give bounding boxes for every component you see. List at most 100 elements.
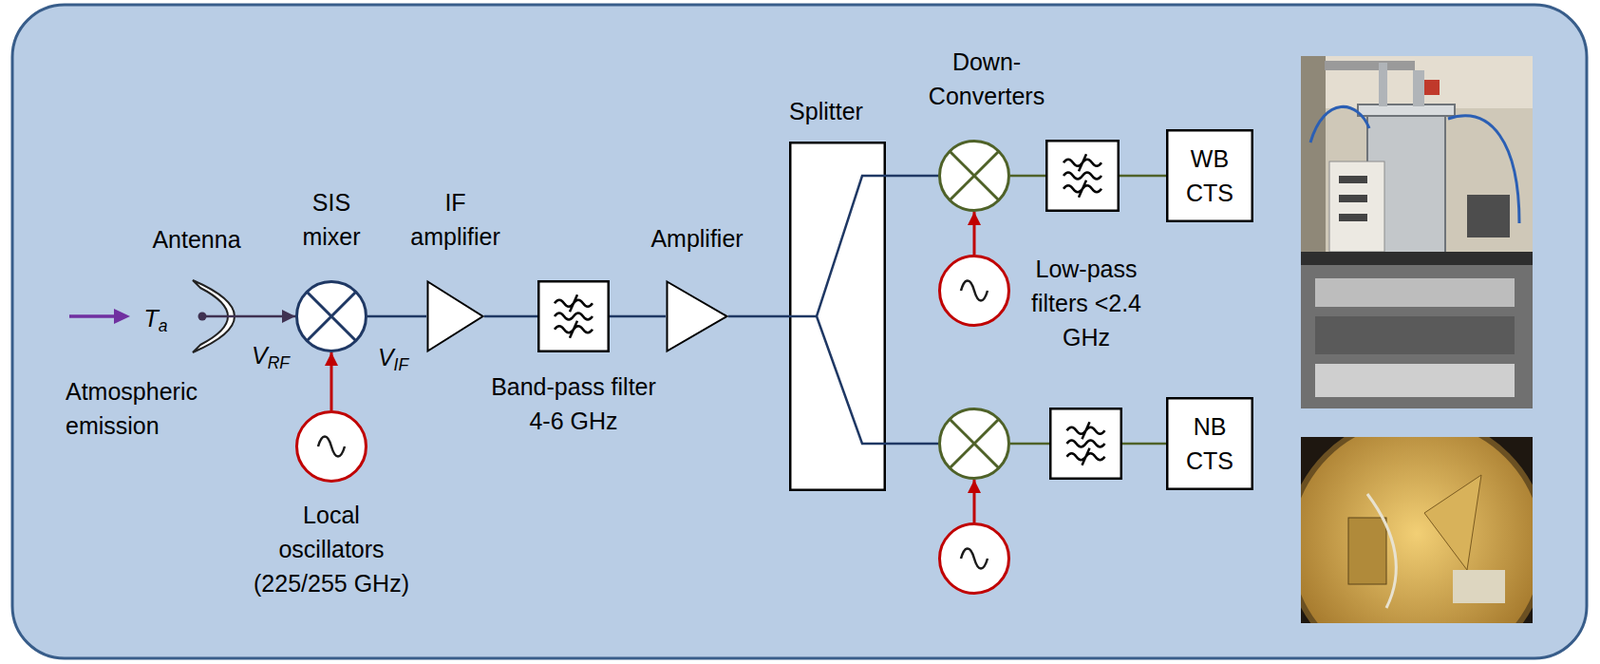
- photo-table: [1300, 251, 1533, 265]
- triangle-outline: [667, 282, 728, 352]
- amplifier-symbol-outline: [426, 280, 485, 353]
- signal-connector: [973, 211, 977, 255]
- triangle-outline: [428, 282, 484, 352]
- mixer-symbol-outline: [295, 280, 368, 353]
- receiver-photo: [1300, 436, 1533, 623]
- component-label: Antenna: [130, 222, 264, 257]
- component-label: Splitter: [769, 94, 884, 129]
- component-label: Down-Converters: [915, 44, 1058, 113]
- box-outline: [1167, 130, 1253, 222]
- circle-outline: [297, 282, 367, 352]
- oscillator-symbol-outline: [938, 254, 1011, 327]
- source-label: Atmospheric emission: [65, 374, 227, 443]
- mixer-symbol-outline: [938, 407, 1011, 480]
- signal-connector: [885, 442, 939, 446]
- component-label: Local oscillators (225/255 GHz): [249, 497, 414, 601]
- splitter-box-outline: [789, 141, 886, 491]
- splitter-box: Splitter: [789, 141, 886, 491]
- signal-name: VIF: [377, 339, 409, 375]
- photo-valve: [1424, 79, 1440, 95]
- photo-rim: [1300, 436, 1533, 623]
- spectrometer-box-outline: [1166, 396, 1254, 490]
- amplifier-symbol-outline: [665, 280, 729, 353]
- signal-connector: [367, 315, 427, 319]
- circle-outline: [940, 409, 1010, 479]
- photo-rack-unit: [1315, 363, 1515, 397]
- photo-wall: [1300, 56, 1533, 109]
- photo-shelf: [1324, 60, 1415, 71]
- spectrometer-box: WB CTS: [1166, 129, 1254, 223]
- mixer-symbol-outline: [938, 139, 1011, 212]
- component-label: IF amplifier: [403, 185, 509, 254]
- signal-connector: [330, 352, 334, 411]
- emission-arrow: [69, 314, 116, 319]
- signal-connector: [236, 315, 296, 319]
- photo-rack-unit: [1315, 316, 1515, 355]
- mixer-symbol: [938, 407, 1011, 480]
- oscillator-symbol-outline: [938, 522, 1011, 595]
- photo-pipe: [1412, 70, 1425, 107]
- circle-outline: [297, 412, 367, 482]
- signal-connector: [1122, 442, 1167, 446]
- mixer-cross: [949, 150, 999, 201]
- feed-dot: [198, 312, 208, 321]
- box-label: WB CTS: [1179, 141, 1241, 210]
- signal-name: Ta: [143, 301, 168, 336]
- box-label: NB CTS: [1179, 409, 1241, 478]
- feed-line: [202, 315, 237, 319]
- emission-arrowhead: [113, 308, 131, 324]
- filter-symbol-outline: [1045, 139, 1120, 212]
- antenna-dish: Antenna: [187, 277, 237, 356]
- signal-connector: [1119, 174, 1167, 178]
- filter-waves: [1067, 421, 1106, 465]
- cryostat-photo: [1300, 56, 1533, 409]
- component-label: Low-pass filters <2.4 GHz: [1022, 251, 1151, 355]
- amplifier-symbol: Amplifier: [665, 280, 729, 353]
- photo-rack-unit: [1315, 278, 1515, 307]
- signal-connector: [609, 315, 666, 319]
- antenna-dish-outline: [187, 277, 237, 356]
- component-label: Amplifier: [630, 221, 764, 256]
- filter-symbol: [1049, 407, 1123, 480]
- photo-plate: [1300, 436, 1533, 623]
- circle-outline: [940, 524, 1010, 594]
- photo-block: [1348, 517, 1387, 584]
- sine-symbol: [960, 281, 988, 302]
- signal-symbol: V: [251, 341, 268, 369]
- filter-waves: [554, 294, 593, 338]
- signal-subscript: RF: [267, 353, 290, 373]
- component-label: Band-pass filter 4-6 GHz: [478, 369, 669, 438]
- filter-symbol-outline: [537, 280, 610, 353]
- filter-symbol: Low-pass filters <2.4 GHz: [1045, 139, 1120, 212]
- oscillator-symbol: Local oscillators (225/255 GHz): [295, 410, 368, 483]
- mixer-cross: [306, 291, 357, 341]
- spectrometer-box-outline: [1166, 129, 1254, 223]
- circle-outline: [940, 256, 1010, 326]
- amplifier-symbol: IF amplifier: [426, 280, 485, 353]
- spectrometer-box: NB CTS: [1166, 396, 1254, 490]
- photo-knob: [1338, 194, 1368, 203]
- oscillator-symbol: [938, 522, 1011, 595]
- background-panel: [12, 4, 1587, 659]
- sine-symbol: [960, 548, 988, 569]
- box-outline: [1046, 140, 1119, 211]
- photo-flange: [1357, 104, 1455, 116]
- signal-connector: [885, 174, 939, 178]
- photo-pump: [1467, 194, 1510, 238]
- mixer-symbol: Down-Converters: [938, 139, 1011, 212]
- signal-name: VRF: [251, 338, 290, 373]
- photo-controller: [1329, 161, 1385, 252]
- signal-symbol: V: [377, 343, 395, 371]
- circle-outline: [940, 141, 1010, 211]
- photo-wall: [1300, 56, 1533, 409]
- signal-connector: [973, 479, 977, 523]
- signal-connector: [1010, 442, 1050, 446]
- box-outline: [1167, 397, 1253, 490]
- filter-symbol-outline: [1049, 407, 1123, 480]
- sine-symbol: [318, 436, 345, 457]
- photo-pipe: [1378, 62, 1388, 107]
- signal-connector: [728, 315, 790, 319]
